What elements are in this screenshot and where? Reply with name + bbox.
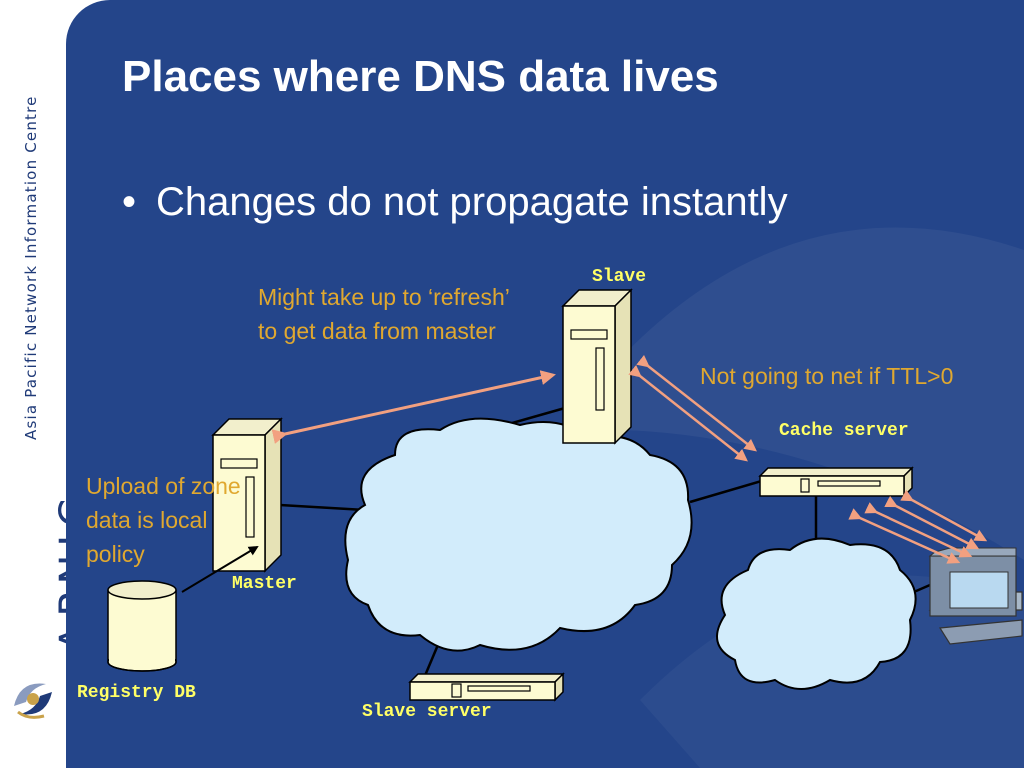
refresh-note-line2: to get data from master [258,318,496,344]
link-master-cloud [279,503,366,512]
bullet-marker: • [122,180,137,224]
slave-server-icon [408,672,565,702]
upload-arrow [181,545,259,593]
sidebar: Asia Pacific Network Information Centre … [0,0,98,768]
slave-label: Slave [592,267,646,287]
refresh-note-line1: Might take up to ‘refresh’ [258,284,510,310]
upload-note-line1: Upload of zone [86,473,241,499]
slave-server-label: Slave server [362,702,492,722]
cache-client-arrow-4 [848,508,961,564]
registry-db-label: Registry DB [77,683,196,703]
slave-cache-arrow-2 [628,364,748,462]
upload-note-line3: policy [86,541,145,567]
cache-server-icon [758,466,914,498]
upload-note-line2: data is local [86,507,207,533]
internet-cloud [344,417,693,652]
client-cloud [716,537,917,690]
master-label: Master [232,574,297,594]
ttl-note: Not going to net if TTL>0 [700,363,953,389]
link-cloud-cache [689,478,766,504]
refresh-arrow [271,370,556,444]
slide-title: Places where DNS data lives [122,52,719,101]
bullet-item: • Changes do not propagate instantly [122,180,788,225]
apnic-emblem-icon [14,683,52,719]
cache-server-label: Cache server [779,421,909,441]
workstation-icon [928,547,1023,645]
registry-db-icon [107,580,177,672]
bullet-text: Changes do not propagate instantly [156,180,788,224]
slave-tower-icon [561,288,633,445]
